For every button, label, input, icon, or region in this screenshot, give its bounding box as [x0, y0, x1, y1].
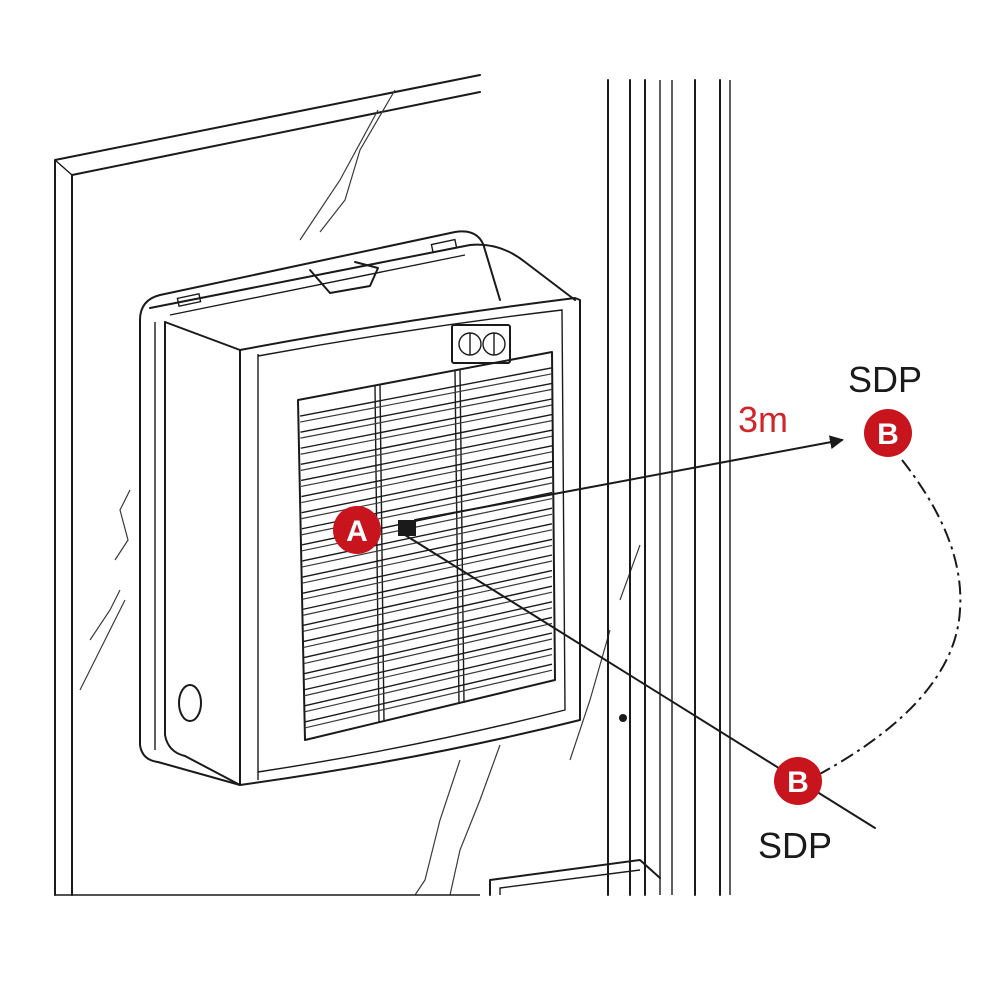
grille-louvre	[303, 569, 553, 627]
grille-louvre-shadow	[300, 404, 553, 455]
grille-louvre-shadow	[301, 435, 553, 488]
fan-grille	[297, 351, 556, 741]
grille-louvre	[304, 632, 553, 691]
grille-louvre	[302, 538, 553, 594]
grille-louvre	[303, 585, 553, 643]
grille-louvre-shadow	[300, 373, 553, 423]
grille-louvre-shadow	[303, 622, 553, 681]
grille-louvre	[301, 445, 553, 498]
grille-louvre-shadow	[303, 607, 553, 665]
fan-unit-icon	[139, 230, 581, 786]
marker-a-letter: A	[346, 515, 368, 548]
window-post	[489, 79, 731, 896]
grille-louvre	[300, 413, 553, 466]
distance-label: 3m	[738, 399, 788, 440]
grille-louvre	[300, 382, 553, 433]
marker-b-top: B	[864, 409, 912, 457]
marker-a: A	[333, 506, 381, 554]
grille-louvre	[302, 523, 553, 578]
grille-louvre-shadow	[300, 420, 553, 471]
marker-b-bottom-letter: B	[787, 766, 809, 799]
grille-louvre	[303, 601, 553, 659]
connection-lines	[398, 435, 962, 829]
marker-b-bottom: B	[774, 757, 822, 805]
grille-louvre	[304, 663, 553, 723]
grille-louvre-shadow	[303, 576, 553, 632]
grille-louvre	[302, 507, 553, 562]
grille-louvre	[303, 616, 553, 675]
grille-louvre	[302, 554, 553, 610]
grille-louvre	[299, 367, 553, 417]
grille-louvre	[300, 429, 553, 482]
grille-louvre-shadow	[302, 544, 553, 600]
grille-louvre-shadow	[304, 654, 553, 713]
sdp-label-bottom: SDP	[758, 825, 832, 866]
grille-louvre-shadow	[304, 638, 553, 697]
grille-louvre-shadow	[302, 529, 553, 584]
grille-louvre	[301, 460, 553, 514]
grille-louvre-shadow	[301, 451, 553, 504]
window-frame-icon	[54, 74, 641, 896]
grille-louvre-shadow	[301, 466, 553, 520]
marker-b-top-letter: B	[877, 418, 899, 451]
grille-louvre-shadow	[304, 669, 553, 729]
sdp-label-top: SDP	[848, 359, 922, 400]
grille-louvre-shadow	[300, 388, 553, 439]
grille-louvre	[304, 647, 553, 707]
grille-louvre	[300, 398, 553, 449]
grille-louvre-shadow	[302, 560, 553, 616]
grille-louvre-shadow	[302, 513, 553, 568]
